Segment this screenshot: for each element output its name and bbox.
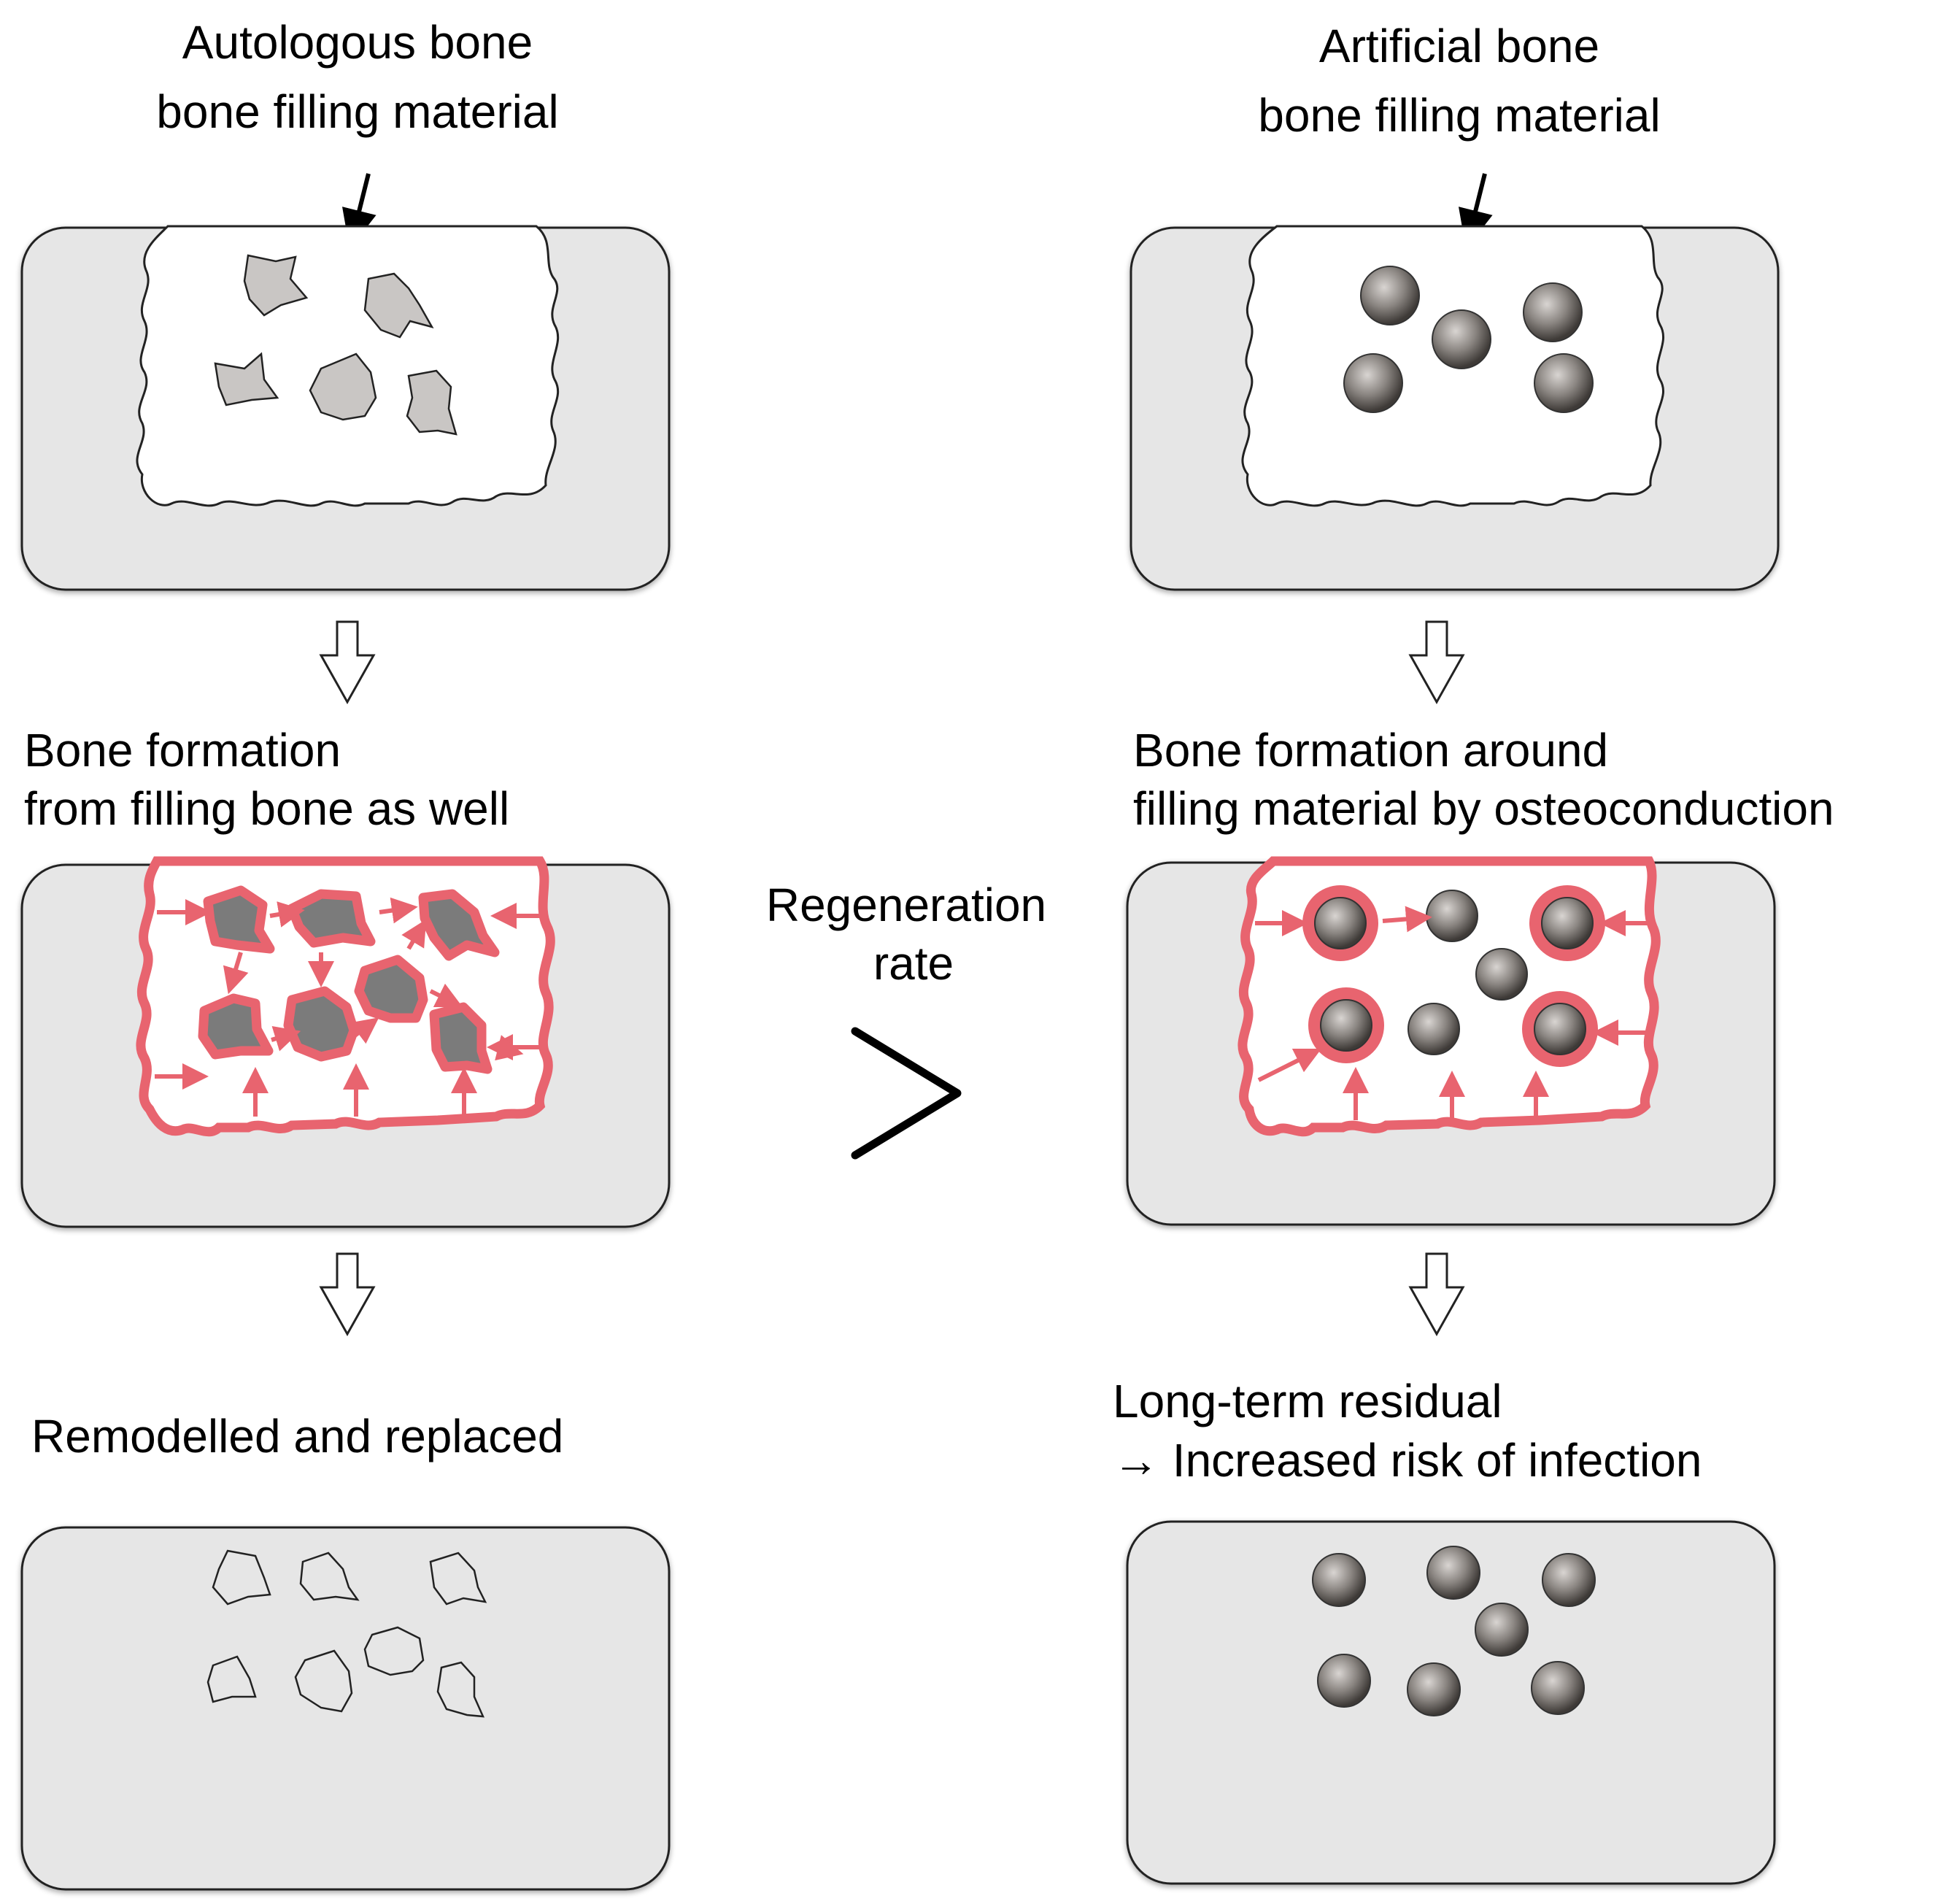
left-header-line1: Autologous bone <box>182 16 533 69</box>
left-pointer-arrow <box>341 173 376 250</box>
right-header-line2: bone filling material <box>1258 89 1660 142</box>
artificial-bead <box>1541 897 1594 949</box>
artificial-bead <box>1407 1662 1461 1716</box>
granule-outline <box>206 1655 257 1703</box>
formed-granule <box>198 993 274 1060</box>
left-formation-arrows <box>155 897 540 1117</box>
granule-outline <box>294 1649 353 1713</box>
left-formation-bone-block <box>20 856 671 1228</box>
right-step2-line2: filling material by osteoconduction <box>1133 782 1834 835</box>
left-remodelled-bone-block <box>20 1526 671 1891</box>
artificial-bead <box>1534 353 1594 413</box>
right-formation-arrows <box>1255 906 1648 1120</box>
formation-arrow <box>350 1017 379 1044</box>
granule-outline <box>212 1549 271 1606</box>
formed-granule <box>283 986 359 1062</box>
artificial-bead <box>1523 282 1583 342</box>
right-residual-bone-block <box>1126 1520 1776 1885</box>
artificial-bead <box>1534 1003 1586 1055</box>
formation-arrow <box>271 1026 301 1052</box>
granule-outline <box>436 1661 485 1718</box>
formed-granule <box>354 955 428 1023</box>
left-down-arrow-2 <box>319 1252 376 1337</box>
artificial-bead <box>1432 309 1491 369</box>
right-step3-line2: → Increased risk of infection <box>1113 1434 1702 1487</box>
formation-arrow <box>1382 906 1432 933</box>
artificial-bead <box>1475 1603 1529 1657</box>
formation-arrow <box>1257 1048 1322 1082</box>
comparison-line1: Regeneration <box>766 879 1046 931</box>
artificial-bead <box>1426 1546 1480 1600</box>
artificial-bead <box>1343 353 1403 413</box>
left-down-arrow-1 <box>319 620 376 705</box>
greater-than-symbol <box>851 1027 962 1160</box>
left-step2-line1: Bone formation <box>24 724 341 776</box>
formed-granule <box>429 1002 493 1074</box>
granule <box>243 254 309 317</box>
left-step2-line2: from filling bone as well <box>24 782 509 835</box>
granule <box>363 272 434 339</box>
artificial-bead <box>1314 897 1367 949</box>
right-step3-line1: Long-term residual <box>1113 1375 1502 1427</box>
right-formation-bone-block <box>1126 856 1776 1226</box>
formation-arrow <box>429 983 463 1008</box>
right-step2-line1: Bone formation around <box>1133 724 1608 776</box>
artificial-bead <box>1407 1003 1460 1055</box>
granule <box>406 369 457 436</box>
formation-arrow <box>379 897 418 924</box>
artificial-bead <box>1317 1654 1371 1708</box>
granule-outline <box>429 1552 487 1606</box>
formation-arrow <box>495 1035 524 1061</box>
left-header-line2: bone filling material <box>156 85 558 138</box>
granule-outline <box>299 1552 360 1601</box>
comparison-line2: rate <box>873 937 954 990</box>
artificial-bead <box>1312 1553 1366 1607</box>
formed-granule <box>287 889 376 948</box>
artificial-bead <box>1360 266 1420 325</box>
artificial-bead <box>1531 1661 1585 1715</box>
formation-arrow <box>269 901 305 928</box>
artificial-bead <box>1426 890 1478 942</box>
granule-outline <box>363 1626 425 1676</box>
right-down-arrow-2 <box>1408 1252 1465 1337</box>
artificial-bead <box>1542 1553 1596 1607</box>
granule <box>309 352 377 421</box>
formation-arrow <box>223 952 249 995</box>
left-initial-bone-block <box>20 225 671 591</box>
formed-granule <box>203 885 275 954</box>
formed-granule <box>418 889 500 961</box>
formation-arrow <box>401 919 427 950</box>
right-initial-bone-block <box>1129 225 1780 591</box>
right-pointer-arrow <box>1458 173 1493 250</box>
artificial-bead <box>1475 948 1528 1001</box>
granule <box>214 352 279 406</box>
artificial-bead <box>1320 999 1372 1052</box>
right-down-arrow-1 <box>1408 620 1465 705</box>
right-header-line1: Artificial bone <box>1319 20 1599 72</box>
left-step3: Remodelled and replaced <box>31 1410 563 1462</box>
